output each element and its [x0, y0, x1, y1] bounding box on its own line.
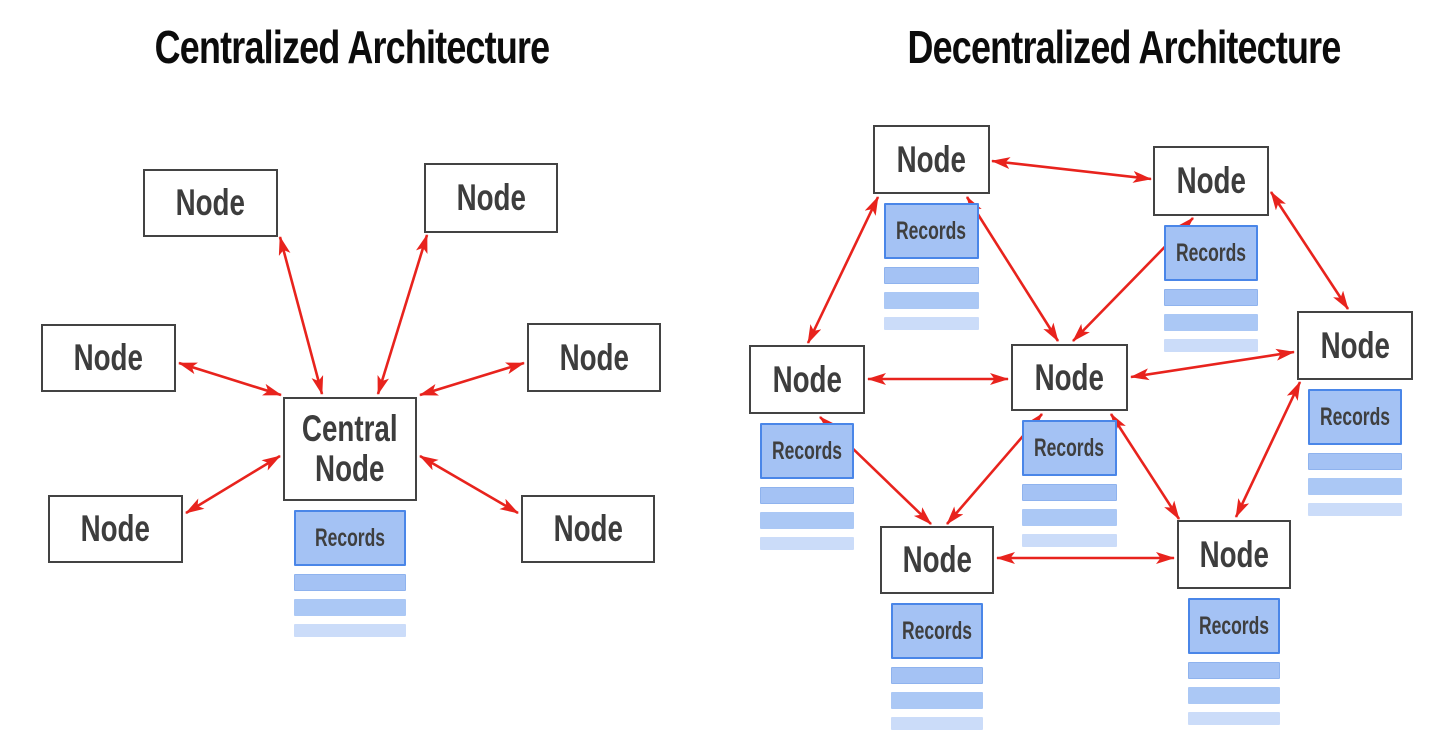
- records-label: Records: [314, 523, 386, 552]
- node-label: Node: [456, 177, 526, 219]
- connection-arrow: [806, 196, 880, 344]
- connection-arrow: [1269, 191, 1350, 310]
- records-box: Records: [1164, 225, 1258, 281]
- record-bar-2: [891, 692, 983, 709]
- diagram-title-centralized: Centralized Architecture: [154, 21, 550, 73]
- record-bar-1: [1308, 453, 1402, 470]
- records-box: Records: [891, 603, 983, 659]
- node-label: Node: [1176, 160, 1246, 202]
- record-bar-3: [1188, 712, 1280, 725]
- records-label: Records: [1175, 238, 1247, 267]
- node-box: Node: [880, 526, 994, 594]
- record-bar-3: [1164, 339, 1258, 352]
- record-bar-2: [1308, 478, 1402, 495]
- node-box: Node: [143, 169, 278, 237]
- connection-arrow: [178, 361, 282, 397]
- records-box: Records: [760, 423, 854, 479]
- record-bar-3: [884, 317, 979, 330]
- node-box: Node: [41, 324, 176, 392]
- record-bar-2: [760, 512, 854, 529]
- record-bar-2: [884, 292, 979, 309]
- node-box: Node: [1011, 344, 1128, 411]
- node-label: Node: [80, 508, 151, 550]
- record-bar-2: [294, 599, 406, 616]
- record-bar-1: [294, 574, 406, 591]
- node-box: Node: [527, 323, 661, 392]
- node-label: Node: [1034, 356, 1105, 398]
- record-bar-1: [891, 667, 983, 684]
- connection-arrow: [419, 454, 519, 515]
- records-label: Records: [896, 216, 967, 245]
- record-bar-3: [294, 624, 406, 637]
- node-label: Node: [553, 508, 623, 550]
- connection-arrow: [278, 236, 324, 395]
- node-box: Node: [749, 345, 865, 414]
- record-bar-3: [760, 537, 854, 550]
- node-box: Node: [48, 495, 183, 563]
- records-label: Records: [901, 616, 973, 645]
- record-bar-3: [1022, 534, 1117, 547]
- node-label: Node: [73, 337, 144, 379]
- records-box: Records: [1188, 598, 1280, 654]
- node-label: Node: [896, 138, 967, 180]
- node-box: Node: [1297, 311, 1413, 380]
- record-bar-1: [1188, 662, 1280, 679]
- node-label: Node: [1199, 533, 1269, 575]
- connection-arrow: [376, 234, 429, 395]
- node-label: Node: [772, 358, 842, 400]
- records-label: Records: [1319, 402, 1391, 431]
- records-box: Records: [294, 510, 406, 566]
- node-label: Node: [559, 336, 629, 378]
- record-bar-3: [1308, 503, 1402, 516]
- node-label: Central Node: [302, 408, 398, 489]
- record-bar-3: [891, 717, 983, 730]
- record-bar-1: [1164, 289, 1258, 306]
- records-label: Records: [771, 436, 843, 465]
- connection-arrow: [965, 196, 1060, 342]
- records-label: Records: [1198, 611, 1270, 640]
- node-label: Node: [1320, 324, 1390, 366]
- connection-arrow: [1109, 413, 1181, 520]
- node-box: Node: [873, 125, 990, 194]
- records-label: Records: [1034, 433, 1105, 462]
- records-box: Records: [1308, 389, 1402, 445]
- node-box: Node: [521, 495, 655, 563]
- record-bar-2: [1164, 314, 1258, 331]
- record-bar-2: [1022, 509, 1117, 526]
- connection-arrow: [185, 454, 281, 515]
- connection-arrow: [991, 157, 1152, 183]
- node-box: Node: [1177, 520, 1291, 589]
- records-box: Records: [884, 203, 979, 259]
- central-node-box: Central Node: [283, 397, 417, 501]
- record-bar-1: [760, 487, 854, 504]
- connection-arrow: [1234, 381, 1302, 518]
- records-box: Records: [1022, 420, 1117, 476]
- node-box: Node: [1153, 146, 1269, 216]
- record-bar-1: [884, 267, 979, 284]
- diagram-title-decentralized: Decentralized Architecture: [907, 21, 1341, 73]
- connection-arrow: [419, 361, 525, 397]
- node-box: Node: [424, 163, 558, 233]
- node-label: Node: [902, 539, 972, 581]
- record-bar-1: [1022, 484, 1117, 501]
- connection-arrow: [1130, 348, 1295, 381]
- record-bar-2: [1188, 687, 1280, 704]
- node-label: Node: [175, 182, 246, 224]
